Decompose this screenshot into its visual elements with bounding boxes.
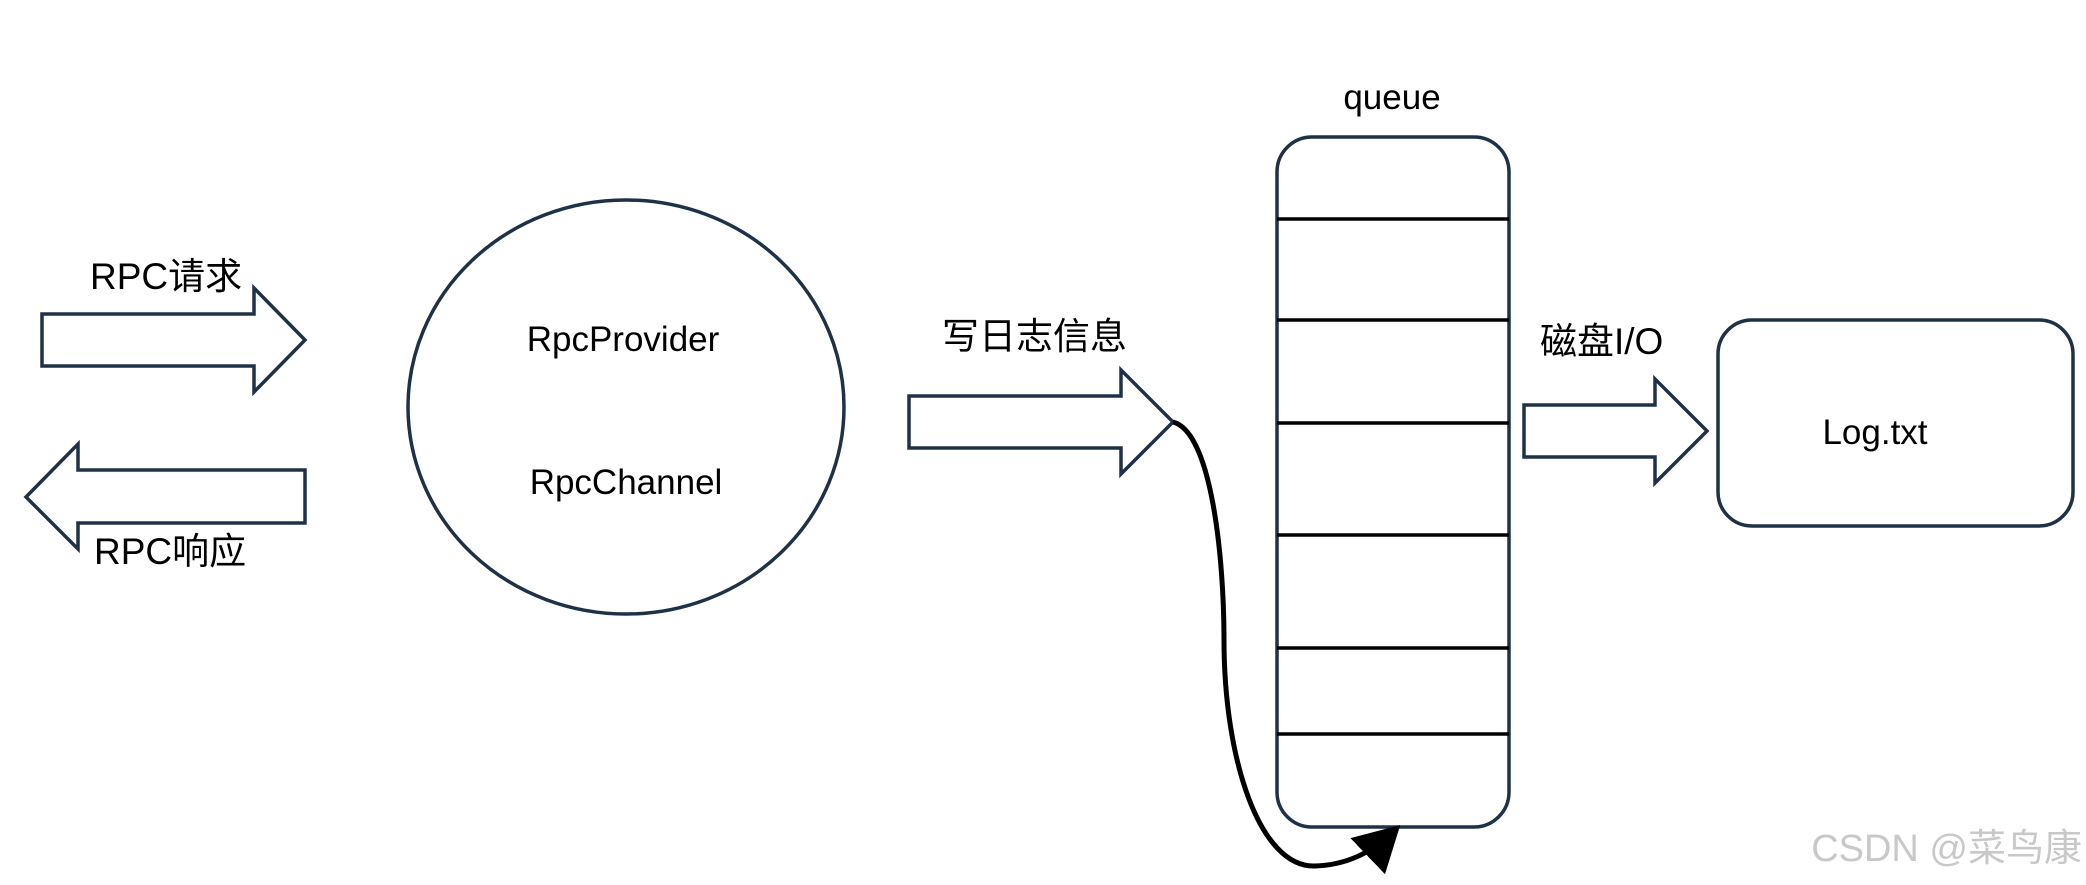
queue-container	[1275, 135, 1511, 829]
log-file-box	[1716, 318, 2075, 528]
write-log-arrow	[907, 365, 1176, 479]
rpc-provider-label: RpcProvider	[526, 320, 720, 359]
rpc-channel-label: RpcChannel	[529, 463, 723, 502]
rpc-request-arrow	[40, 283, 308, 397]
rpc-request-label: RPC请求	[90, 256, 243, 297]
log-file-label: Log.txt	[1822, 413, 1928, 452]
rpc-node-ellipse	[406, 198, 846, 616]
queue-label: queue	[1343, 78, 1441, 117]
write-log-label: 写日志信息	[942, 316, 1127, 357]
watermark-text: CSDN @菜鸟康	[1811, 828, 2082, 870]
rpc-response-arrow	[23, 439, 307, 554]
rpc-response-label: RPC响应	[94, 531, 247, 572]
disk-io-label: 磁盘I/O	[1540, 321, 1664, 362]
enqueue-curve-connector	[1172, 419, 1401, 875]
disk-io-arrow	[1522, 374, 1710, 488]
